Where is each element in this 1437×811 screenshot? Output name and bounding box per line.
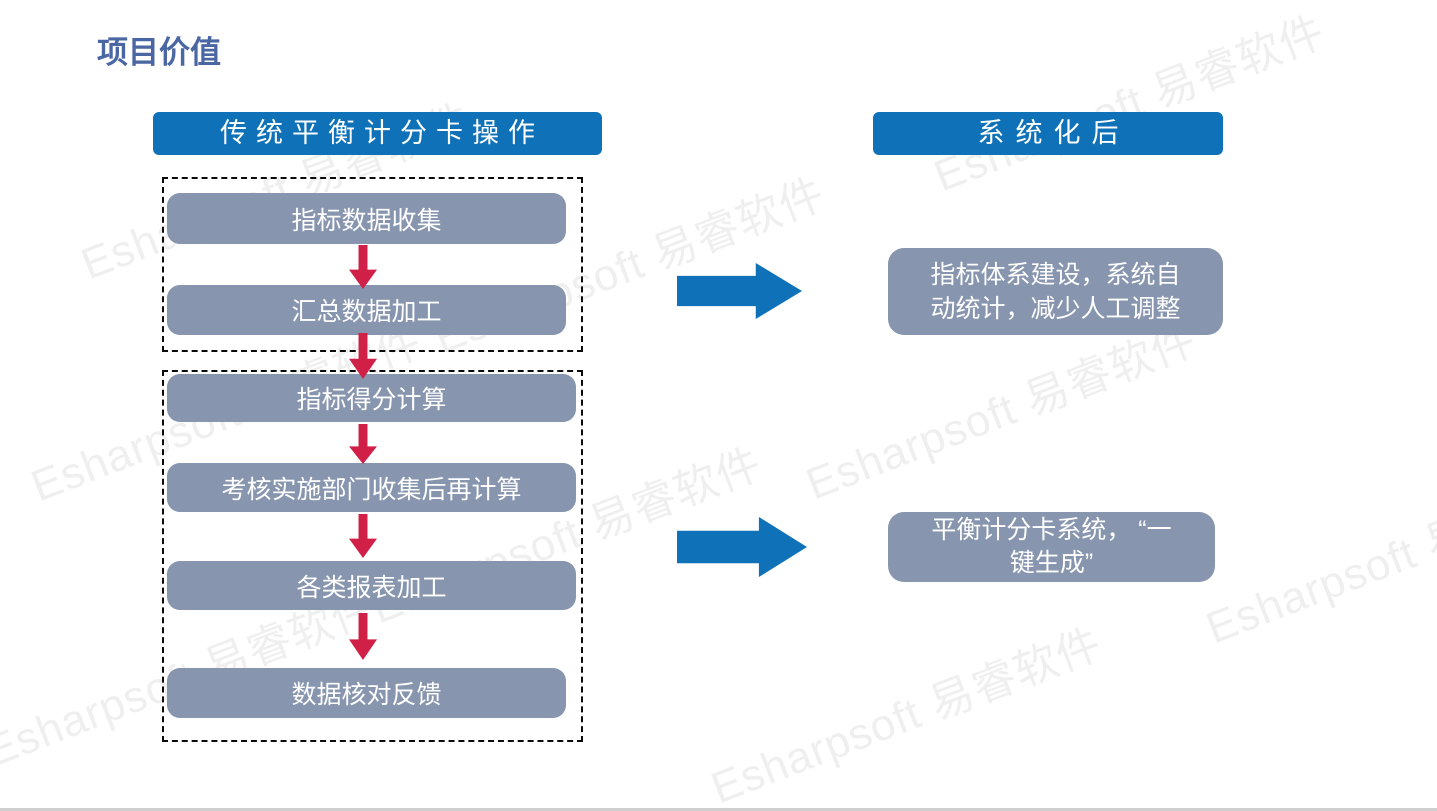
result-box-one-click: 平衡计分卡系统， “一 键生成” bbox=[888, 512, 1215, 582]
step-box-score-calculation: 指标得分计算 bbox=[167, 374, 576, 422]
watermark: Esharpsoft 易睿软件 bbox=[927, 7, 1332, 202]
watermark: Esharpsoft 易睿软件 bbox=[1199, 459, 1437, 654]
dashed-frame-group2 bbox=[162, 370, 583, 742]
step-box-data-collection: 指标数据收集 bbox=[167, 193, 566, 244]
result-line: 平衡计分卡系统， “一 bbox=[931, 516, 1172, 544]
step-box-dept-recalculation: 考核实施部门收集后再计算 bbox=[167, 463, 576, 512]
dashed-frame-group1 bbox=[162, 177, 583, 352]
step-box-data-check-feedback: 数据核对反馈 bbox=[167, 668, 566, 718]
result-box-indicator-system: 指标体系建设，系统自 动统计，减少人工调整 bbox=[888, 248, 1223, 335]
watermark: Esharpsoft 易睿软件 bbox=[704, 619, 1109, 811]
header-systemized: 系统化后 bbox=[873, 112, 1223, 155]
right-arrow-icon bbox=[677, 263, 802, 319]
result-line: 键生成” bbox=[1009, 549, 1094, 577]
result-line: 指标体系建设，系统自 bbox=[930, 260, 1181, 289]
step-box-data-processing: 汇总数据加工 bbox=[167, 285, 566, 335]
step-box-report-processing: 各类报表加工 bbox=[167, 561, 576, 610]
page-title: 项目价值 bbox=[97, 35, 221, 70]
slide-bottom-border bbox=[0, 808, 1437, 811]
header-traditional: 传统平衡计分卡操作 bbox=[153, 112, 602, 155]
result-line: 动统计，减少人工调整 bbox=[930, 294, 1181, 323]
watermark: Esharpsoft 易睿软件 bbox=[799, 315, 1204, 510]
right-arrow-icon bbox=[677, 517, 807, 577]
